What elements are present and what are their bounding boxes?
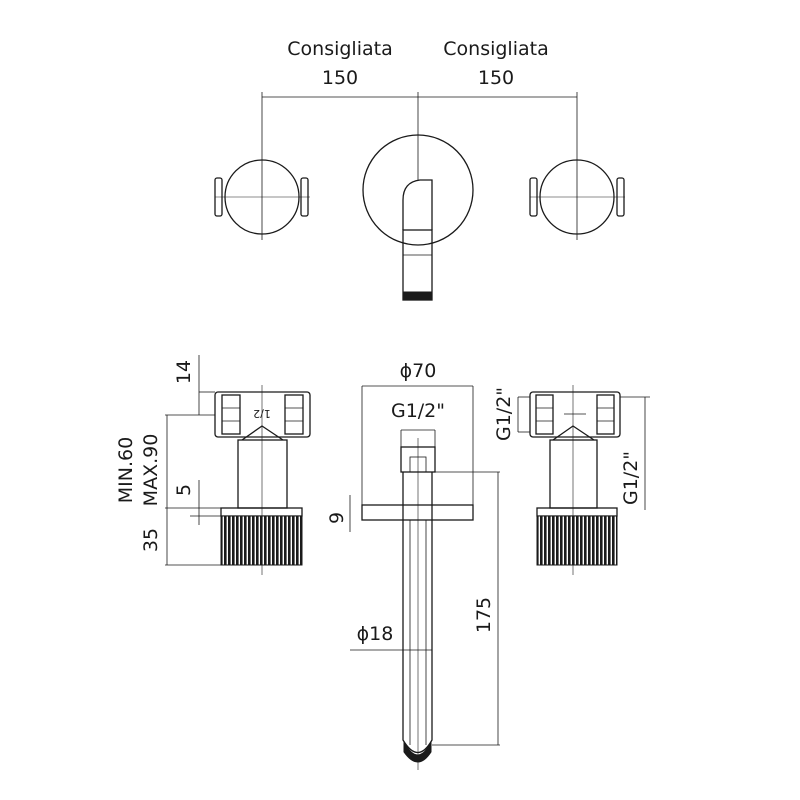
dim-thread-2: G1/2" [620,451,642,505]
dim-spout-length: 175 [473,597,495,633]
left-handle-top [214,159,310,235]
dim-plate-thickness: 9 [326,512,348,524]
top-view: Consigliata 150 Consigliata 150 [214,38,625,301]
knurled-handle [536,515,618,566]
recommended-label-left: Consigliata [287,38,392,60]
knurled-handle [220,515,303,566]
left-valve-side-view: 1/2 14 MIN.60 MAX.90 5 35 [115,355,311,575]
dim-plate-diameter: ϕ70 [400,360,437,382]
dim-35: 35 [140,528,162,552]
right-handle-top [529,159,625,235]
right-valve-side-view: G1/2" G1/2" [493,385,650,575]
spout-side-view: ϕ70 G1/2" 9 ϕ18 175 [326,360,500,770]
dim-thread: G1/2" [391,400,445,422]
dim-max: MAX.90 [140,434,162,507]
dim-spout-diameter: ϕ18 [357,623,394,645]
dim-min: MIN.60 [115,437,137,503]
dim-thread-1: G1/2" [493,387,515,441]
dim-14: 14 [173,360,195,384]
thread-marking: 1/2 [253,407,271,420]
recommended-value-left: 150 [322,67,358,89]
recommended-label-right: Consigliata [443,38,548,60]
dim-5: 5 [173,484,195,496]
spout-top [362,134,474,301]
recommended-value-right: 150 [478,67,514,89]
